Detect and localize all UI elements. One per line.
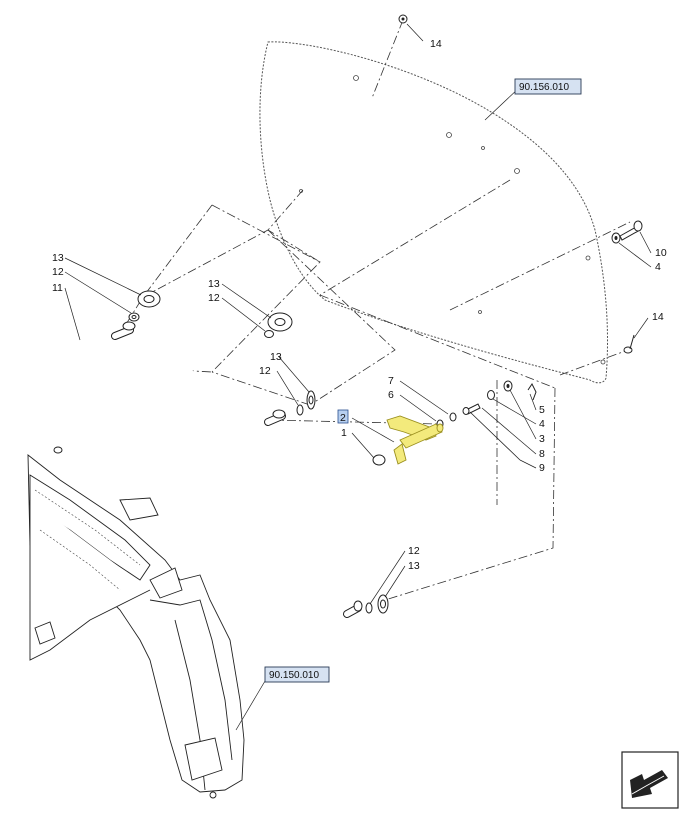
clip-5[interactable] [527, 383, 537, 401]
glass-hole [514, 168, 520, 174]
callout-10: 10 [655, 247, 667, 259]
callout-8: 8 [539, 448, 545, 460]
washer-4-top[interactable] [611, 232, 621, 244]
glass-hole [585, 255, 591, 261]
callout-12-c: 12 [259, 365, 271, 377]
corner-arrow-icon [621, 751, 679, 809]
callout-5: 5 [539, 404, 545, 416]
callout-3: 3 [539, 433, 545, 445]
washer-12-c[interactable] [296, 404, 304, 416]
leader-lines [64, 23, 652, 731]
grommet-13-d[interactable] [377, 594, 389, 614]
washer-12-d[interactable] [365, 602, 373, 614]
callout-12-b: 12 [208, 292, 220, 304]
glass-hole [446, 132, 452, 138]
cab-frame[interactable] [27, 454, 245, 799]
callout-2: 2 [340, 412, 346, 424]
washer-12-b[interactable] [264, 330, 274, 338]
callout-12-d: 12 [408, 545, 420, 557]
glass-hole [600, 359, 606, 365]
callout-14-right: 14 [652, 311, 664, 323]
callout-9: 9 [539, 462, 545, 474]
reference-glass[interactable]: 90.156.010 [514, 78, 582, 95]
washer-4-mid[interactable] [487, 390, 495, 400]
callout-12-a: 12 [52, 266, 64, 278]
callout-7: 7 [388, 375, 394, 387]
spring-9[interactable] [469, 411, 521, 461]
grommet-13-a[interactable] [137, 290, 161, 308]
callout-13-d: 13 [408, 560, 420, 572]
callout-4-mid: 4 [539, 418, 545, 430]
callout-1: 1 [341, 427, 347, 439]
pin-8[interactable] [462, 403, 481, 415]
callout-6: 6 [388, 389, 394, 401]
callout-13-b: 13 [208, 278, 220, 290]
center-lines [99, 19, 631, 601]
glass-hole [353, 75, 359, 81]
wiper-tube-assembly[interactable] [53, 321, 363, 619]
windshield-glass[interactable] [259, 41, 609, 384]
callout-14-top: 14 [430, 38, 442, 50]
reference-glass-label: 90.156.010 [519, 82, 569, 93]
callout-labels: 14 13 12 11 13 12 13 12 7 6 2 1 5 4 3 8 … [52, 38, 667, 572]
callout-13-a: 13 [52, 252, 64, 264]
bolt-10[interactable] [619, 220, 643, 241]
glass-hole [481, 146, 485, 150]
grommet-13-b[interactable] [267, 312, 293, 332]
glass-hole [478, 310, 482, 314]
washer-7[interactable] [449, 412, 457, 422]
washer-3[interactable] [503, 380, 513, 392]
callout-2-highlight [337, 409, 349, 424]
callout-13-c: 13 [270, 351, 282, 363]
cap-1[interactable] [372, 454, 386, 466]
fastener-14-right[interactable] [623, 334, 635, 354]
reference-cab[interactable]: 90.150.010 [264, 666, 330, 683]
bracket-2-highlighted[interactable] [386, 415, 444, 465]
reference-cab-label: 90.150.010 [269, 670, 319, 681]
fastener-14-top[interactable] [398, 14, 408, 24]
grommet-13-c[interactable] [306, 390, 316, 410]
callout-11: 11 [52, 282, 63, 294]
washer-12-a[interactable] [128, 312, 140, 322]
callout-4-top: 4 [655, 261, 661, 273]
